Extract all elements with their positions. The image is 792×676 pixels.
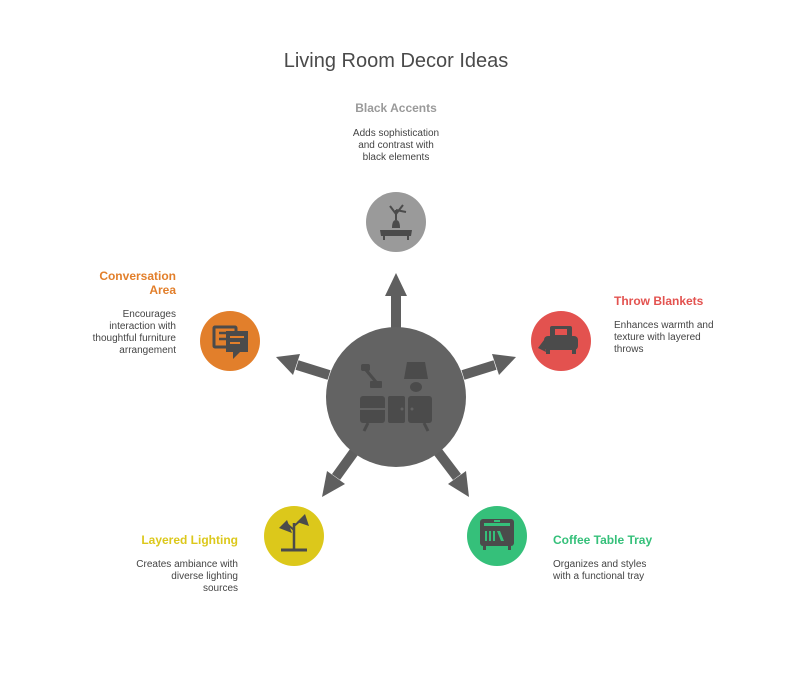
tray-cabinet-icon: [480, 519, 514, 550]
description-line: arrangement: [119, 345, 176, 356]
armchair-blanket-icon: [538, 326, 578, 354]
layered-lighting-description: Creates ambiance with diverse lighting s…: [38, 559, 238, 595]
conversation-area-label: Conversation Area: [20, 269, 176, 297]
description-line: Enhances warmth and: [614, 320, 714, 331]
living-room-furniture-icon: [360, 362, 432, 432]
label-line: Conversation: [99, 269, 176, 283]
coffee-table-tray-label: Coffee Table Tray: [553, 533, 653, 547]
description-line: thoughtful furniture: [92, 333, 176, 344]
black-accents-label: Black Accents: [355, 101, 437, 115]
arrow-to-conversation-area: [276, 354, 331, 380]
description-line: texture with layered: [614, 332, 701, 343]
description-line: diverse lighting: [171, 571, 238, 582]
description-line: Organizes and styles: [553, 559, 647, 570]
description-line: throws: [614, 344, 644, 355]
layered-lighting-label: Layered Lighting: [141, 533, 238, 547]
arrow-to-black-accents: [385, 273, 407, 330]
description-line: sources: [202, 583, 238, 594]
description-line: black elements: [362, 152, 430, 163]
description-line: Creates ambiance with: [136, 559, 238, 570]
label-line: Area: [149, 283, 176, 297]
black-accents-description: Adds sophistication and contrast with bl…: [296, 128, 496, 164]
coffee-table-tray-description: Organizes and styles with a functional t…: [553, 559, 753, 583]
chat-bubbles-icon: [212, 325, 248, 359]
diagram-title: Living Room Decor Ideas: [283, 50, 509, 72]
vase-on-shelf-icon: [380, 204, 412, 240]
description-line: interaction with: [109, 321, 176, 332]
floor-lamp-icon: [279, 514, 309, 552]
throw-blankets-label: Throw Blankets: [614, 294, 704, 308]
conversation-area-description: Encourages interaction with thoughtful f…: [20, 309, 176, 357]
arrow-to-coffee-table-tray: [434, 448, 469, 497]
throw-blankets-description: Enhances warmth and texture with layered…: [614, 320, 784, 356]
arrow-to-throw-blankets: [461, 354, 516, 380]
arrow-to-layered-lighting: [322, 449, 359, 497]
description-line: Encourages: [122, 309, 176, 320]
description-line: with a functional tray: [553, 571, 645, 582]
description-line: Adds sophistication: [352, 128, 440, 139]
description-line: and contrast with: [358, 140, 434, 151]
